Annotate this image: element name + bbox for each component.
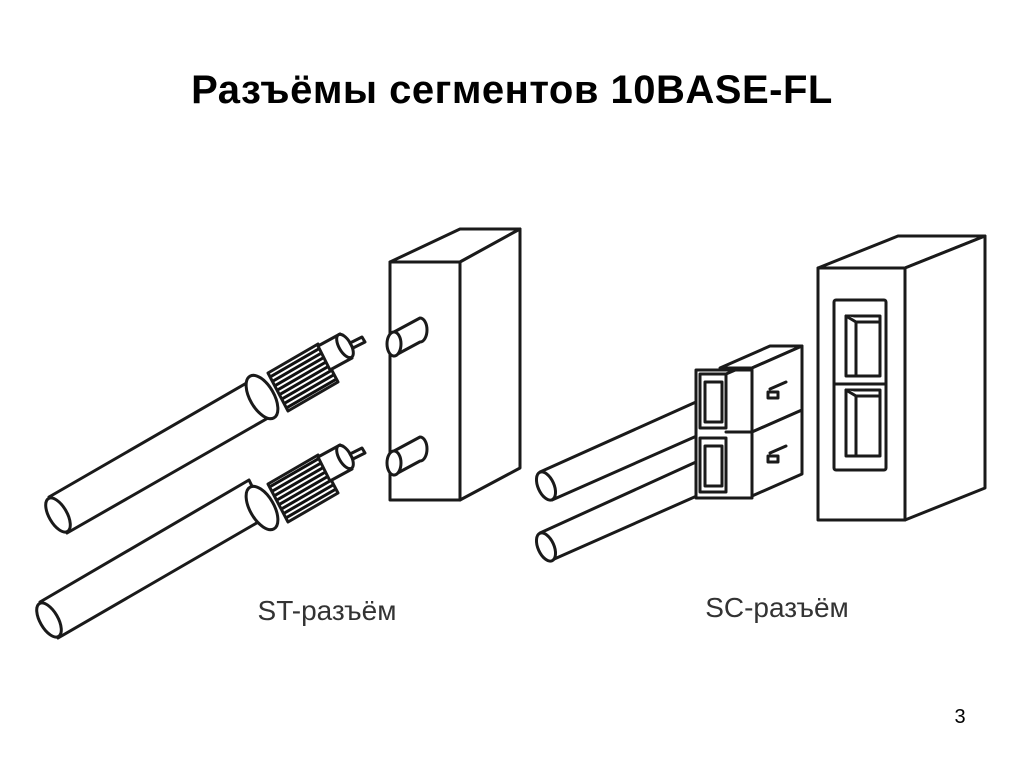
sc-wall-box <box>816 234 987 522</box>
sc-duplex-plug <box>694 344 804 500</box>
st-plug-bottom <box>35 443 367 640</box>
sc-caption: SC-разъём <box>705 592 849 623</box>
st-caption: ST-разъём <box>258 595 397 626</box>
st-receptacle-bottom <box>385 435 429 477</box>
st-wall-box <box>388 227 522 502</box>
st-plug-top <box>44 332 367 535</box>
slide-title: Разъёмы сегментов 10BASE-FL <box>191 68 833 112</box>
st-receptacle-top <box>385 316 429 358</box>
page-number: 3 <box>954 706 966 728</box>
